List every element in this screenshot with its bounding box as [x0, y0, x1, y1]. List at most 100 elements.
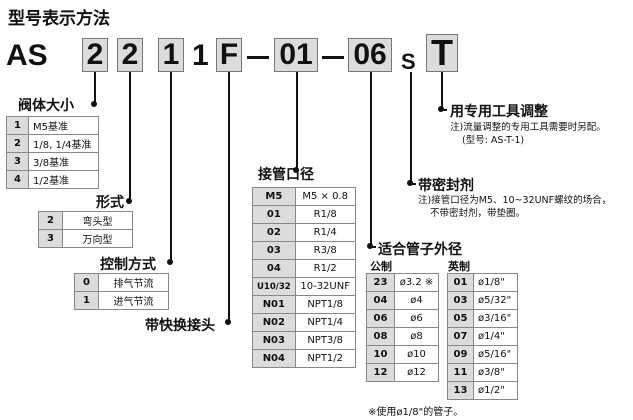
tube-metric-key: 06: [366, 309, 395, 328]
connector-port: [296, 72, 298, 172]
tube-metric-label: 公制: [370, 260, 392, 273]
control-value: 排气节流: [98, 273, 169, 292]
body-size-label: 阀体大小: [18, 98, 74, 114]
tube-metric-value: ø10: [394, 345, 439, 364]
connector-tube: [370, 72, 372, 248]
code-box-port: 01: [274, 38, 318, 72]
connector-dot-tool: [438, 106, 444, 112]
connector-body-size: [94, 72, 96, 106]
body-size-value: 3/8基准: [28, 152, 99, 171]
code-box-body-size: 2: [82, 38, 108, 72]
connector-dot-body-size: [91, 101, 97, 107]
seal-note-1: 注)接管口径为M5、10~32UNF螺纹的场合，: [418, 195, 612, 206]
connector-dot-form: [126, 198, 132, 204]
tube-metric-value: ø6: [394, 309, 439, 328]
body-size-value: M5基准: [28, 116, 99, 135]
port-value: M5 × 0.8: [294, 187, 356, 206]
table-row: 4 1/2基准: [6, 170, 99, 189]
tube-footnote: ※使用ø1/8"的管子。: [368, 407, 464, 418]
page-title: 型号表示方法: [8, 9, 110, 29]
port-key: M5: [252, 187, 296, 206]
port-key: N01: [252, 295, 296, 314]
code-seal-s: S: [401, 49, 416, 74]
seal-label: 带密封剂: [418, 178, 474, 194]
tool-note-1: 注)流量调整的专用工具需要时另配。: [450, 122, 606, 133]
connector-dot-port: [293, 167, 299, 173]
port-value: 10-32UNF: [294, 277, 356, 296]
port-value: NPT3/8: [294, 331, 356, 350]
connector-seal: [410, 72, 412, 184]
tool-note-2: (型号: AS-T-1): [462, 135, 525, 146]
connector-dot-control: [167, 259, 173, 265]
tool-label: 用专用工具调整: [450, 104, 548, 120]
port-value: R1/2: [294, 259, 356, 278]
quick-fitting-label: 带快换接头: [145, 318, 215, 334]
body-size-value: 1/8, 1/4基准: [28, 134, 99, 153]
port-value: NPT1/8: [294, 295, 356, 314]
code-box-tube: 06: [348, 38, 392, 72]
form-value: 万向型: [62, 229, 133, 248]
tube-metric-key: 23: [366, 273, 395, 292]
port-label: 接管口径: [258, 167, 314, 183]
port-key: 02: [252, 223, 296, 242]
code-dash-1: [247, 56, 269, 59]
tube-inch-value: ø5/16": [473, 345, 518, 364]
connector-control: [170, 72, 172, 264]
connector-quick-fitting: [228, 72, 230, 324]
form-value: 弯头型: [62, 211, 133, 230]
tube-metric-value: ø4: [394, 291, 439, 310]
port-value: R1/8: [294, 205, 356, 224]
port-key: N02: [252, 313, 296, 332]
body-size-table: 1 M5基准 2 1/8, 1/4基准 3 3/8基准 4 1/2基准: [6, 116, 99, 189]
code-box-form: 2: [117, 38, 143, 72]
tube-metric-value: ø12: [394, 363, 439, 382]
table-row: 2 1/8, 1/4基准: [6, 134, 99, 153]
code-dash-2: [322, 56, 344, 59]
control-label: 控制方式: [100, 257, 156, 273]
form-label: 形式: [96, 195, 124, 211]
port-value: R1/4: [294, 223, 356, 242]
tube-metric-value: ø8: [394, 327, 439, 346]
connector-tool: [441, 72, 443, 110]
control-table: 0 排气节流 1 进气节流: [74, 273, 169, 310]
control-key: 0: [74, 273, 99, 292]
form-key: 3: [38, 229, 63, 248]
form-table: 2 弯头型 3 万向型: [38, 211, 133, 248]
table-row: 0 排气节流: [74, 273, 169, 292]
tube-inch-value: ø1/2": [473, 381, 518, 400]
tube-inch-key: 03: [447, 291, 474, 310]
port-key: N04: [252, 349, 296, 368]
port-value: NPT1/4: [294, 313, 356, 332]
code-box-tool: T: [426, 34, 458, 72]
tube-inch-key: 11: [447, 363, 474, 382]
table-row: 3 3/8基准: [6, 152, 99, 171]
connector-dot-tube: [367, 243, 373, 249]
tube-inch-value: ø1/8": [473, 273, 518, 292]
port-value: NPT1/2: [294, 349, 356, 368]
tube-metric-key: 08: [366, 327, 395, 346]
connector-tool-h: [441, 109, 447, 111]
code-box-quick-fitting: F: [216, 38, 242, 72]
tube-inch-value: ø3/16": [473, 309, 518, 328]
